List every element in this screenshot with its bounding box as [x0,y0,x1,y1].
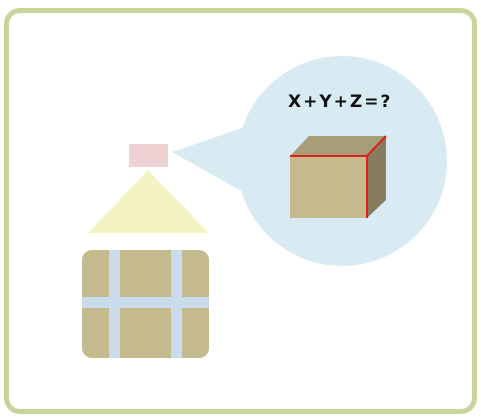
cube-top-face [290,136,386,156]
cube-side-face [367,136,386,218]
speech-bubble-tail [172,126,250,196]
light-cone [88,170,209,233]
package-tape-horizontal [82,297,209,308]
cube-front-face [290,156,367,218]
cube-3d [290,135,387,218]
package-top-view [82,250,209,358]
formula-label: X+Y+Z=? [288,92,393,112]
sensor [129,144,168,167]
cube-highlighted-edge-depth [366,135,387,157]
